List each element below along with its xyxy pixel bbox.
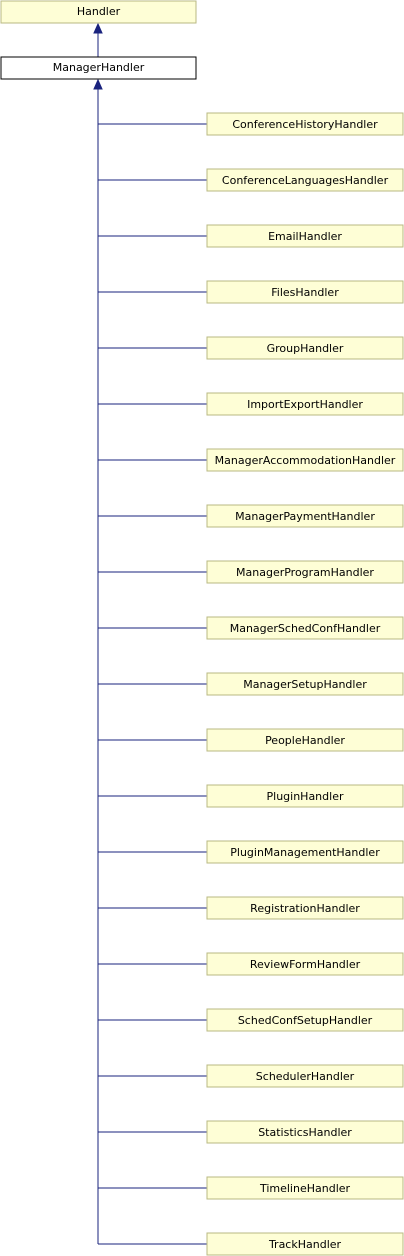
subclass-label: PeopleHandler xyxy=(265,734,345,747)
subclass-label: FilesHandler xyxy=(271,286,339,299)
inheritance-edges xyxy=(93,22,207,1245)
arrowhead-current xyxy=(93,78,103,90)
base-class-box xyxy=(0,0,197,24)
subclass-box xyxy=(206,112,404,136)
subclass-label: PluginManagementHandler xyxy=(230,846,380,859)
subclass-node-statistics-handler[interactable]: StatisticsHandler xyxy=(206,1120,404,1144)
subclass-node-email-handler[interactable]: EmailHandler xyxy=(206,224,404,248)
subclass-node-manager-accommodation-handler[interactable]: ManagerAccommodationHandler xyxy=(206,448,404,472)
subclass-nodes: ConferenceHistoryHandlerConferenceLangua… xyxy=(206,112,404,1256)
subclass-node-track-handler[interactable]: TrackHandler xyxy=(206,1232,404,1256)
subclass-label: ConferenceLanguagesHandler xyxy=(222,174,389,187)
base-class-node[interactable]: Handler xyxy=(0,0,197,24)
subclass-label: PluginHandler xyxy=(267,790,344,803)
subclass-node-plugin-management-handler[interactable]: PluginManagementHandler xyxy=(206,840,404,864)
subclass-box xyxy=(206,224,404,248)
subclass-box xyxy=(206,504,404,528)
arrowhead-base xyxy=(93,22,103,34)
subclass-label: ManagerSchedConfHandler xyxy=(230,622,381,635)
current-class-node[interactable]: ManagerHandler xyxy=(0,56,197,80)
subclass-label: ImportExportHandler xyxy=(247,398,363,411)
subclass-box xyxy=(206,1176,404,1200)
subclass-box xyxy=(206,392,404,416)
subclass-node-manager-payment-handler[interactable]: ManagerPaymentHandler xyxy=(206,504,404,528)
subclass-box xyxy=(206,280,404,304)
subclass-node-registration-handler[interactable]: RegistrationHandler xyxy=(206,896,404,920)
subclass-box xyxy=(206,1008,404,1032)
subclass-box xyxy=(206,728,404,752)
subclass-label: ConferenceHistoryHandler xyxy=(232,118,378,131)
subclass-label: TimelineHandler xyxy=(259,1182,351,1195)
subclass-label: SchedConfSetupHandler xyxy=(238,1014,373,1027)
subclass-box xyxy=(206,1232,404,1256)
subclass-label: GroupHandler xyxy=(267,342,344,355)
subclass-label: ManagerProgramHandler xyxy=(236,566,374,579)
subclass-node-files-handler[interactable]: FilesHandler xyxy=(206,280,404,304)
base-class-label: Handler xyxy=(77,5,121,18)
subclass-node-conference-history-handler[interactable]: ConferenceHistoryHandler xyxy=(206,112,404,136)
subclass-label: ManagerAccommodationHandler xyxy=(215,454,396,467)
subclass-node-group-handler[interactable]: GroupHandler xyxy=(206,336,404,360)
subclass-node-import-export-handler[interactable]: ImportExportHandler xyxy=(206,392,404,416)
subclass-node-review-form-handler[interactable]: ReviewFormHandler xyxy=(206,952,404,976)
subclass-label: TrackHandler xyxy=(268,1238,342,1251)
subclass-label: StatisticsHandler xyxy=(258,1126,352,1139)
subclass-node-manager-sched-conf-handler[interactable]: ManagerSchedConfHandler xyxy=(206,616,404,640)
subclass-node-timeline-handler[interactable]: TimelineHandler xyxy=(206,1176,404,1200)
subclass-node-plugin-handler[interactable]: PluginHandler xyxy=(206,784,404,808)
subclass-box xyxy=(206,1120,404,1144)
subclass-label: RegistrationHandler xyxy=(250,902,360,915)
subclass-label: SchedulerHandler xyxy=(256,1070,355,1083)
subclass-box xyxy=(206,336,404,360)
subclass-node-sched-conf-setup-handler[interactable]: SchedConfSetupHandler xyxy=(206,1008,404,1032)
subclass-box xyxy=(206,784,404,808)
subclass-node-scheduler-handler[interactable]: SchedulerHandler xyxy=(206,1064,404,1088)
subclass-node-manager-setup-handler[interactable]: ManagerSetupHandler xyxy=(206,672,404,696)
subclass-box xyxy=(206,616,404,640)
subclass-label: EmailHandler xyxy=(268,230,342,243)
subclass-box xyxy=(206,168,404,192)
subclass-box xyxy=(206,896,404,920)
subclass-node-conference-languages-handler[interactable]: ConferenceLanguagesHandler xyxy=(206,168,404,192)
subclass-label: ReviewFormHandler xyxy=(250,958,361,971)
subclass-box xyxy=(206,672,404,696)
current-class-label: ManagerHandler xyxy=(53,61,145,74)
subclass-box xyxy=(206,952,404,976)
subclass-node-people-handler[interactable]: PeopleHandler xyxy=(206,728,404,752)
subclass-label: ManagerSetupHandler xyxy=(243,678,367,691)
subclass-box xyxy=(206,560,404,584)
subclass-node-manager-program-handler[interactable]: ManagerProgramHandler xyxy=(206,560,404,584)
subclass-box xyxy=(206,448,404,472)
subclass-box xyxy=(206,840,404,864)
subclass-label: ManagerPaymentHandler xyxy=(235,510,375,523)
current-class-box xyxy=(0,56,197,80)
subclass-box xyxy=(206,1064,404,1088)
